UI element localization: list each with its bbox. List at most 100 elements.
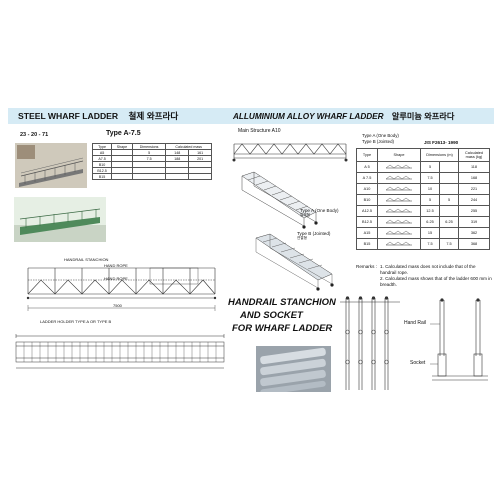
table-cell — [439, 172, 459, 184]
shape-cell — [377, 183, 421, 195]
table-cell: 7.5 — [439, 238, 459, 250]
table-cell: 362 — [458, 227, 490, 239]
left-spec-table: Type Shape Dimensions Calculated mass A5… — [91, 143, 212, 180]
jis-standard: JIS F2613- 1990 — [424, 140, 459, 145]
steel-ladder-photo-top — [15, 143, 87, 188]
right-title-bar — [226, 108, 494, 124]
table-cell: 5 — [420, 194, 440, 206]
ladder-shape-icon — [385, 197, 412, 202]
table-cell: 168 — [458, 172, 490, 184]
aluminium-ladder-type-b-drawing — [255, 233, 334, 291]
ladder-shape-icon — [385, 230, 412, 235]
handrail-heading-line2: AND SOCKET — [240, 310, 303, 321]
hand-rope-label-1: HAND ROPE — [104, 263, 128, 268]
table-row: B15 — [91, 173, 212, 180]
table-cell: 7.5 — [420, 172, 440, 184]
table-cell: B10 — [356, 194, 378, 206]
steel-ladder-truss-drawing — [26, 267, 217, 311]
steel-ladder-photo-bottom-art — [14, 197, 106, 242]
table-cell: 368 — [458, 238, 490, 250]
table-cell: 5 — [420, 161, 440, 173]
socket-photo — [256, 346, 331, 392]
type-a-label-english: Type A (One Body) — [300, 208, 339, 213]
table-type-b-header: Type B (Jointed) — [362, 139, 394, 144]
aluminium-ladder-type-a-drawing — [241, 171, 318, 229]
handrail-heading: HANDRAIL STANCHION AND SOCKET FOR WHARF … — [228, 296, 336, 335]
table-cell — [439, 161, 459, 173]
table-header: Calculated mass (kg) — [458, 148, 490, 162]
shape-cell — [377, 161, 421, 173]
table-cell — [439, 183, 459, 195]
type-b-label: Type B (Jointed) 연결형 — [297, 231, 330, 241]
handrail-heading-line3: FOR WHARF LADDER — [232, 323, 333, 334]
shape-cell — [377, 172, 421, 184]
table-cell: 255 — [458, 205, 490, 217]
hand-rail-socket-diagram — [430, 298, 488, 381]
table-cell: A15 — [356, 227, 378, 239]
type-b-label-english: Type B (Jointed) — [297, 231, 331, 236]
table-row: B15 7.5 7.5 368 — [356, 238, 490, 250]
right-title-english: ALLUMINIUM ALLOY WHARF LADDER — [233, 112, 384, 121]
table-header: Dimensions (m) — [420, 148, 459, 162]
table-cell: 5 — [439, 194, 459, 206]
steel-ladder-photo-top-art — [15, 143, 87, 188]
right-title-korean: 알루미늄 와프라다 — [391, 112, 455, 121]
ladder-shape-icon — [385, 175, 412, 180]
table-cell: 6.25 — [439, 216, 459, 228]
steel-ladder-photo-bottom — [14, 197, 106, 242]
hand-rail-label: Hand Rail — [404, 320, 426, 326]
left-title: STEEL WHARF LADDER 철제 와프라다 — [18, 110, 178, 122]
table-header-row: Type Shape Dimensions (m) Calculated mas… — [356, 148, 490, 162]
type-a-label: Type A (One Body) 일체형 — [300, 208, 339, 218]
table-header: Type — [356, 148, 378, 162]
left-title-bar — [8, 108, 232, 124]
shape-cell — [377, 227, 421, 239]
left-code: 23 - 20 - 71 — [20, 132, 49, 138]
total-length-label: 7500 — [113, 303, 122, 308]
main-structure-label: Main Structure A10 — [238, 128, 281, 134]
type-a-label-korean: 일체형 — [300, 213, 310, 217]
table-cell: A 7.5 — [356, 172, 378, 184]
hand-rope-label-2: HAND ROPE — [104, 276, 128, 281]
table-header: Shape — [377, 148, 421, 162]
table-cell: 12.5 — [420, 205, 440, 217]
table-row: A12.5 12.5 255 — [356, 205, 490, 217]
aluminium-ladder-side-drawing — [232, 143, 348, 162]
shape-cell — [377, 205, 421, 217]
ladder-shape-icon — [385, 208, 412, 213]
table-cell: 319 — [458, 216, 490, 228]
table-cell: 244 — [458, 194, 490, 206]
handrail-heading-line1: HANDRAIL STANCHION — [228, 297, 336, 308]
table-row: B12.5 6.25 6.25 319 — [356, 216, 490, 228]
remark-2: 2. Calculated mass shows that of the lad… — [380, 276, 492, 287]
table-cell: 118 — [458, 161, 490, 173]
table-cell: A10 — [356, 183, 378, 195]
right-title: ALLUMINIUM ALLOY WHARF LADDER 알루미늄 와프라다 — [233, 110, 454, 122]
left-title-english: STEEL WHARF LADDER — [18, 111, 119, 121]
ladder-shape-icon — [385, 164, 412, 169]
shape-cell — [377, 238, 421, 250]
table-row: A15 15 362 — [356, 227, 490, 239]
ladder-shape-icon — [385, 241, 412, 246]
table-row: A 7.5 7.5 168 — [356, 172, 490, 184]
ladder-holder-caption: LADDER HOLDER TYPE A OR TYPE B — [40, 319, 112, 324]
table-cell: B12.5 — [356, 216, 378, 228]
table-cell — [439, 227, 459, 239]
handrail-stanchion-label: HANDRAIL STANCHION — [64, 257, 109, 262]
table-row: A10 10 221 — [356, 183, 490, 195]
right-spec-table: Type Shape Dimensions (m) Calculated mas… — [356, 148, 490, 250]
table-cell: B15 — [91, 173, 113, 180]
table-type-header: Type A (One Body) Type B (Jointed) — [362, 133, 399, 145]
ladder-shape-icon — [385, 219, 412, 224]
table-cell: 15 — [420, 227, 440, 239]
steel-ladder-plan-drawing — [15, 334, 225, 369]
table-cell: A 5 — [356, 161, 378, 173]
table-cell: 10 — [420, 183, 440, 195]
remarks-label: Remarks : — [356, 264, 377, 269]
table-cell — [439, 205, 459, 217]
table-row: A 5 5 118 — [356, 161, 490, 173]
shape-cell — [377, 194, 421, 206]
table-cell: 221 — [458, 183, 490, 195]
table-type-a-header: Type A (One Body) — [362, 133, 399, 138]
left-title-korean: 철제 와프라다 — [128, 111, 179, 121]
